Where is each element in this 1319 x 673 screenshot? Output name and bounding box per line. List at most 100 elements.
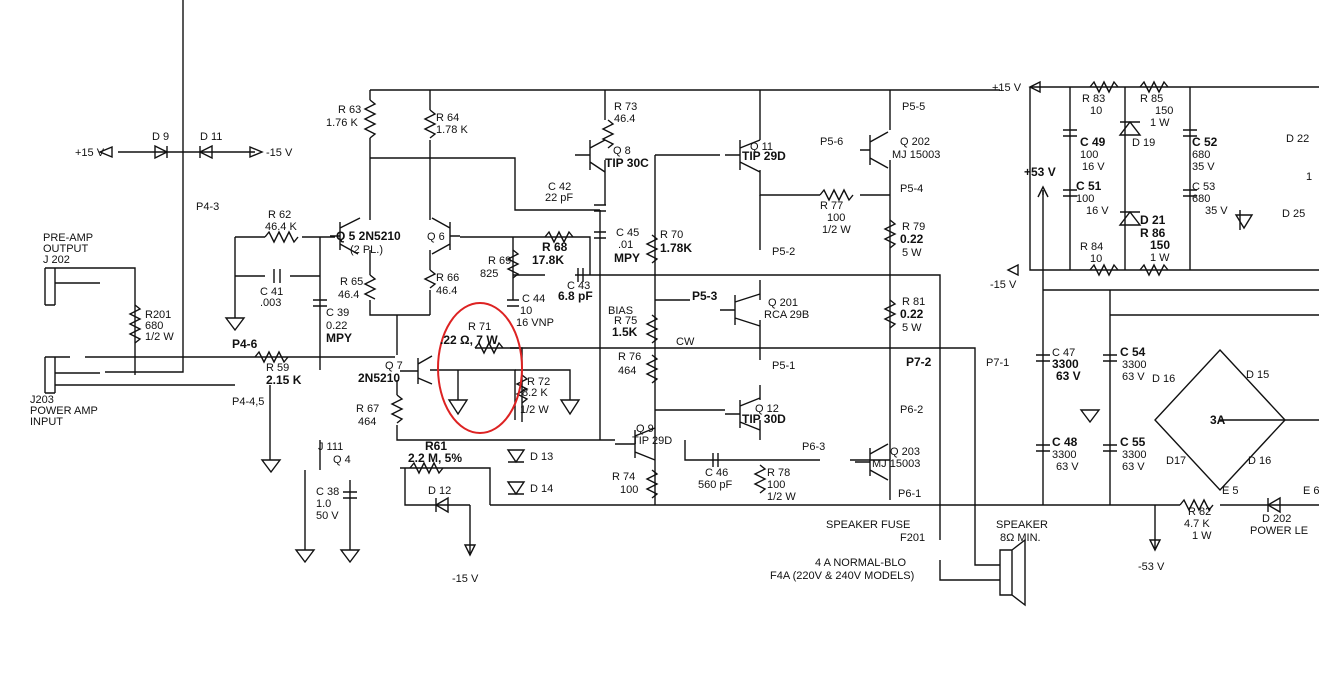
label-d21: D 21 [1140,213,1166,227]
label-r59-value: 2.15 K [266,373,302,387]
label-r79-watt: 5 W [902,247,922,259]
label-r73: R 73 [614,101,637,113]
label-r74-value: 100 [620,484,638,496]
label-r75-value: 1.5K [612,325,638,339]
label-e5: E 5 [1222,485,1239,497]
label-c52-value: 680 [1192,149,1210,161]
label-r76: R 76 [618,351,641,363]
label-r77-value: 100 [827,212,845,224]
label-c42: C 42 [548,181,571,193]
label-p6-3: P6-3 [802,441,825,453]
label-r66: R 66 [436,272,459,284]
label-d17: D17 [1166,455,1186,467]
label-c51-value: 100 [1076,193,1094,205]
label-d11: D 11 [200,131,222,143]
label-power-amp: POWER AMP [30,405,98,417]
label-neg15-bottom: -15 V [452,573,479,585]
label-c51-volt: 16 V [1086,205,1109,217]
label-d16-bottom: D 16 [1248,455,1271,467]
label-c53: C 53 [1192,181,1215,193]
label-q4: Q 4 [333,454,351,466]
schematic-wires [44,0,1319,581]
label-d22: D 22 [1286,133,1309,145]
label-neg15-right: -15 V [990,279,1017,291]
label-q201-type: RCA 29B [764,309,809,321]
label-pos15-right: +15 V [992,82,1022,94]
label-r62-value: 46.4 K [265,221,297,233]
label-q8-type: TIP 30C [605,156,649,170]
label-r201: R201 [145,309,171,321]
label-q11-type: TIP 29D [742,149,786,163]
label-r86: R 86 [1140,226,1166,240]
label-c48: C 48 [1052,435,1078,449]
label-q12-type: TIP 30D [742,412,786,426]
label-c54-volt: 63 V [1122,371,1145,383]
label-d15: D 15 [1246,369,1269,381]
label-j202: J 202 [43,254,70,266]
label-r201-value: 680 [145,320,163,332]
label-j203: J203 [30,394,54,406]
label-r70-value: 1.78K [660,241,692,255]
label-c47-volt: 63 V [1056,369,1081,383]
label-r79-value: 0.22 [900,232,924,246]
label-speaker-ohm: 8Ω MIN. [1000,532,1041,544]
label-r81: R 81 [902,296,925,308]
label-p6-1: P6-1 [898,488,921,500]
label-r84: R 84 [1080,241,1103,253]
label-c38-volt: 50 V [316,510,339,522]
label-q8: Q 8 [613,145,631,157]
label-r77: R 77 [820,200,843,212]
label-f201: F201 [900,532,925,544]
label-c49-value: 100 [1080,149,1098,161]
label-p5-1: P5-1 [772,360,795,372]
label-r72-watt: 1/2 W [520,404,549,416]
label-r85: R 85 [1140,93,1163,105]
label-c47-value: 3300 [1052,357,1079,371]
label-q5: Q 5 2N5210 [336,229,401,243]
label-r71-value: .22 Ω, 7 W [440,333,498,347]
label-q6: Q 6 [427,231,445,243]
label-c39: C 39 [326,307,349,319]
label-c47: C 47 [1052,347,1075,359]
label-c44: C 44 [522,293,545,305]
label-speaker: SPEAKER [996,519,1048,531]
label-c55-volt: 63 V [1122,461,1145,473]
label-c48-volt: 63 V [1056,461,1079,473]
label-p4-45: P4-4,5 [232,396,264,408]
label-d25: D 25 [1282,208,1305,220]
label-r65-value: 46.4 [338,289,359,301]
label-c52: C 52 [1192,135,1218,149]
label-d14: D 14 [530,483,553,495]
label-pos53: +53 V [1024,165,1056,179]
label-p5-4: P5-4 [900,183,923,195]
label-r84-value: 10 [1090,253,1102,265]
label-r68: R 68 [542,240,568,254]
label-c51: C 51 [1076,179,1102,193]
schematic-labels: +15 V -15 V D 9 D 11 P4-3 PRE-AMP OUTPUT… [30,82,1319,585]
label-neg15-left: -15 V [266,147,293,159]
label-c53-volt: 35 V [1205,205,1228,217]
label-p4-6: P4-6 [232,337,258,351]
label-c41-value: .003 [260,297,281,309]
label-c45-type: MPY [614,251,640,265]
label-c38: C 38 [316,486,339,498]
label-one: 1 [1306,171,1312,183]
label-r72-value: 8.2 K [522,387,548,399]
label-r85-value: 150 [1155,105,1173,117]
label-c43: C 43 [567,280,590,292]
label-r75: R 75 [614,315,637,327]
label-r72: R 72 [527,376,550,388]
label-r66-value: 46.4 [436,285,457,297]
label-c55-value: 3300 [1122,449,1146,461]
label-c39-value: 0.22 [326,320,347,332]
label-q7-type: 2N5210 [358,371,400,385]
label-r64-value: 1.78 K [436,124,468,136]
label-c55: C 55 [1120,435,1146,449]
label-c54: C 54 [1120,345,1146,359]
label-r67-value: 464 [358,416,376,428]
label-q201: Q 201 [768,297,798,309]
label-r78-watt: 1/2 W [767,491,796,503]
label-r73-value: 46.4 [614,113,635,125]
label-fuse-normal: 4 A NORMAL-BLO [815,557,907,569]
label-d16-top: D 16 [1152,373,1175,385]
